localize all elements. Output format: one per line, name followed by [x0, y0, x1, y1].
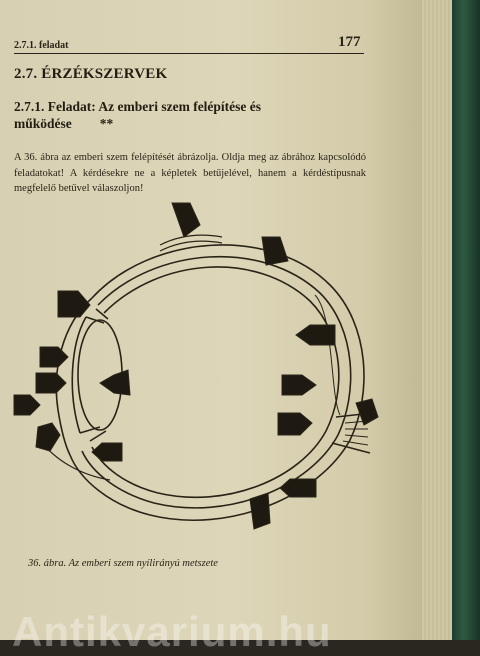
label-H: H [326, 331, 333, 342]
label-L: L [283, 420, 289, 431]
label-O: O [40, 379, 48, 390]
label-I: I [256, 509, 259, 520]
choroid-outline [81, 255, 352, 509]
eye-cross-section: N B E H D O G A K M C L F J I [13, 202, 379, 530]
task-instructions: A 36. ábra az emberi szem felépítését áb… [14, 152, 366, 194]
label-D: D [45, 353, 52, 364]
label-G: G [115, 379, 123, 390]
page-edges [422, 0, 452, 640]
header-rule [14, 53, 364, 54]
running-header: 2.7.1. feladat [14, 40, 69, 51]
eye-muscle [159, 234, 223, 252]
watermark: Antikvarium.hu [12, 608, 332, 655]
book-cover [452, 0, 480, 640]
label-F: F [108, 448, 114, 459]
anterior-chamber [71, 316, 87, 434]
label-M: M [362, 409, 370, 420]
label-A: A [18, 401, 25, 412]
book-page [0, 0, 430, 640]
sclera-outline [69, 244, 365, 522]
page-number: 177 [338, 34, 361, 50]
iris [79, 316, 105, 434]
label-K: K [286, 381, 293, 392]
figure-caption: 36. ábra. Az emberi szem nyílirányú mets… [28, 558, 218, 569]
label-C: C [42, 433, 49, 444]
cornea [55, 297, 93, 456]
retina-outline [91, 266, 340, 499]
section-title: 2.7. ÉRZÉKSZERVEK [14, 66, 168, 82]
task-title: 2.7.1. Feladat: Az emberi szem felépítés… [14, 98, 334, 132]
retina-line [314, 294, 341, 416]
task-title-text: 2.7.1. Feladat: Az emberi szem felépítés… [14, 99, 262, 131]
label-E: E [63, 300, 70, 311]
label-J: J [296, 484, 301, 495]
eye-diagram: N B E H D O G A K M C L F J I [0, 195, 430, 555]
ciliary-body [89, 308, 109, 442]
difficulty-stars: ** [99, 116, 114, 131]
nerve-fibers [342, 420, 369, 446]
label-B: B [269, 249, 276, 260]
label-N: N [179, 213, 186, 224]
